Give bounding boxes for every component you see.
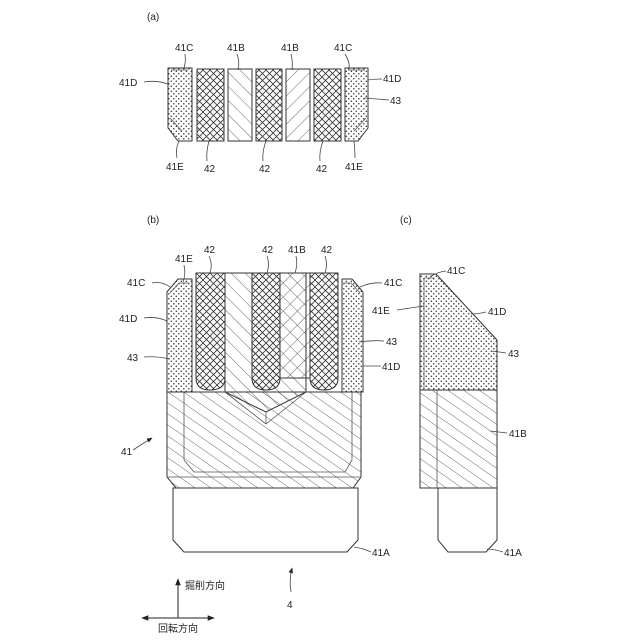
panel-c: (c) 41C 41E 41D 43 41B 41A <box>372 215 527 559</box>
c-shank-41a <box>438 488 497 552</box>
a-label-41c-right: 41C <box>334 43 352 54</box>
c-label-41c: 41C <box>447 266 465 277</box>
a-label-42-1: 42 <box>204 164 216 175</box>
a-label-41d-right: 41D <box>383 74 401 85</box>
a-label-41e-left: 41E <box>166 162 184 173</box>
a-piece-41d-right <box>345 68 368 141</box>
b-base-41a <box>173 488 358 552</box>
a-piece-42-1 <box>197 69 224 141</box>
c-label-41d: 41D <box>488 307 506 318</box>
b-piece-42-3 <box>310 273 338 390</box>
b-piece-41d-left <box>167 279 192 392</box>
a-label-42-3: 42 <box>316 164 328 175</box>
b-piece-41d-right <box>342 279 363 392</box>
c-label-41a: 41A <box>504 548 522 559</box>
ref-4-arrow <box>290 568 292 592</box>
panel-a: (a) 41C 41B 41B 41C 41D 41D 43 41E <box>119 12 402 175</box>
a-label-42-2: 42 <box>259 164 271 175</box>
b-label-41d-right: 41D <box>382 362 400 373</box>
b-label-43-right: 43 <box>386 337 398 348</box>
legend-excavation: 掘削方向 <box>185 579 225 592</box>
panel-a-tag: (a) <box>147 12 159 23</box>
a-piece-42-3 <box>314 69 341 141</box>
legend-rotation: 回転方向 <box>158 622 198 635</box>
b-label-41e: 41E <box>175 254 193 265</box>
a-label-43: 43 <box>390 96 402 107</box>
direction-legend: 掘削方向 回転方向 4 <box>142 568 293 635</box>
b-label-42-3: 42 <box>321 245 333 256</box>
panel-c-tag: (c) <box>400 215 412 226</box>
b-label-41c-left: 41C <box>127 278 145 289</box>
b-label-41a: 41A <box>372 548 390 559</box>
b-label-42-1: 42 <box>204 245 216 256</box>
panel-b: (b) 41E 42 42 41B 42 41C <box>119 215 402 559</box>
b-piece-42-1 <box>196 273 225 390</box>
b-piece-41b-center <box>280 273 310 378</box>
c-body-41b <box>420 390 497 488</box>
a-label-41e-right: 41E <box>345 162 363 173</box>
c-tip-43 <box>420 274 497 390</box>
c-label-41b: 41B <box>509 429 527 440</box>
b-label-41b: 41B <box>288 245 306 256</box>
b-piece-42-2 <box>252 273 280 390</box>
b-label-41d-left: 41D <box>119 314 137 325</box>
b-label-41: 41 <box>121 447 133 458</box>
a-label-41b-right: 41B <box>281 43 299 54</box>
legend-ref-4: 4 <box>287 600 293 611</box>
a-piece-42-2 <box>256 69 282 141</box>
a-label-41b-left: 41B <box>227 43 245 54</box>
c-label-41e: 41E <box>372 306 390 317</box>
a-piece-41d-left <box>168 68 192 141</box>
b-label-42-2: 42 <box>262 245 274 256</box>
c-label-43: 43 <box>508 349 520 360</box>
panel-b-tag: (b) <box>147 215 159 226</box>
a-label-41d-left: 41D <box>119 78 137 89</box>
a-piece-41b-2 <box>286 69 310 141</box>
b-label-43-left: 43 <box>127 353 139 364</box>
b-label-41c-right: 41C <box>384 278 402 289</box>
a-label-41c-left: 41C <box>175 43 193 54</box>
a-piece-41b-1 <box>228 69 252 141</box>
